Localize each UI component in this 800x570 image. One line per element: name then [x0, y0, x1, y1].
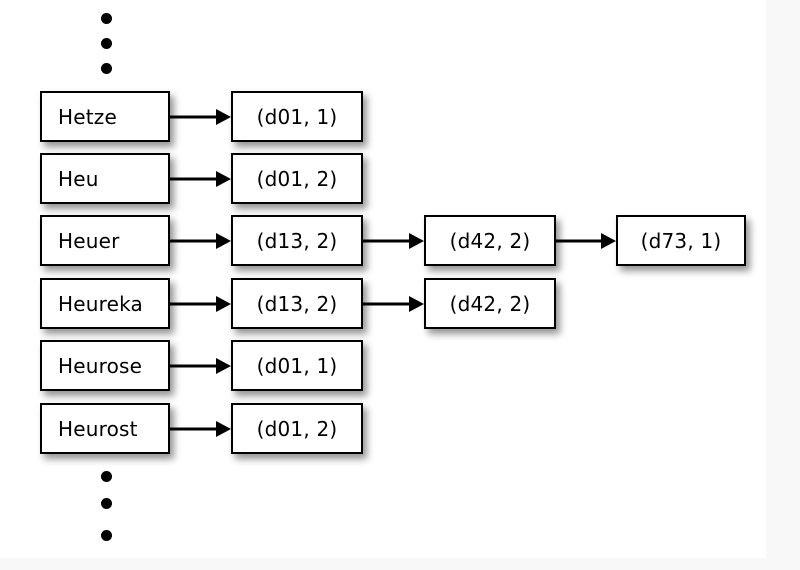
- arrow-posting-c1r4-to-c2r4: [363, 294, 424, 314]
- posting-node-c1-r4[interactable]: (d13, 2): [231, 278, 363, 329]
- posting-label: (d42, 2): [449, 291, 531, 316]
- ellipsis-bottom-dot-2: [101, 498, 112, 509]
- posting-node-c1-r5[interactable]: (d01, 1): [231, 340, 363, 391]
- arrow-heu-to-posting: [170, 169, 231, 189]
- posting-node-c1-r6[interactable]: (d01, 2): [231, 403, 363, 454]
- arrow-heuer-to-posting: [170, 231, 231, 251]
- arrow-hetze-to-posting: [170, 107, 231, 127]
- posting-label: (d01, 2): [256, 416, 338, 441]
- arrow-posting-c2r3-to-c3r3: [556, 231, 616, 251]
- posting-node-c2-r3[interactable]: (d42, 2): [424, 215, 556, 266]
- arrow-heureka-to-posting: [170, 294, 231, 314]
- term-label: Heurose: [58, 353, 143, 378]
- term-label: Heureka: [58, 291, 143, 316]
- term-label: Heuer: [58, 228, 120, 253]
- posting-label: (d13, 2): [256, 228, 338, 253]
- arrow-heurost-to-posting: [170, 419, 231, 439]
- term-node-heurost[interactable]: Heurost: [40, 403, 170, 454]
- term-node-hetze[interactable]: Hetze: [40, 91, 170, 142]
- posting-node-c1-r1[interactable]: (d01, 1): [231, 91, 363, 142]
- ellipsis-bottom-dot-1: [101, 471, 112, 482]
- posting-label: (d13, 2): [256, 291, 338, 316]
- term-node-heu[interactable]: Heu: [40, 153, 170, 204]
- posting-label: (d01, 1): [256, 353, 338, 378]
- ellipsis-top-dot-2: [101, 38, 112, 49]
- term-label: Hetze: [58, 104, 117, 129]
- term-node-heurose[interactable]: Heurose: [40, 340, 170, 391]
- posting-label: (d42, 2): [449, 228, 531, 253]
- ellipsis-top-dot-3: [101, 63, 112, 74]
- posting-label: (d73, 1): [640, 228, 722, 253]
- ellipsis-top-dot-1: [101, 13, 112, 24]
- posting-label: (d01, 2): [256, 166, 338, 191]
- ellipsis-bottom-dot-3: [101, 530, 112, 541]
- term-node-heureka[interactable]: Heureka: [40, 278, 170, 329]
- posting-node-c1-r2[interactable]: (d01, 2): [231, 153, 363, 204]
- posting-node-c3-r3[interactable]: (d73, 1): [616, 215, 746, 266]
- arrow-heurose-to-posting: [170, 356, 231, 376]
- term-label: Heu: [58, 166, 99, 191]
- posting-label: (d01, 1): [256, 104, 338, 129]
- term-label: Heurost: [58, 416, 138, 441]
- arrow-posting-c1r3-to-c2r3: [363, 231, 424, 251]
- posting-node-c1-r3[interactable]: (d13, 2): [231, 215, 363, 266]
- posting-node-c2-r4[interactable]: (d42, 2): [424, 278, 556, 329]
- term-node-heuer[interactable]: Heuer: [40, 215, 170, 266]
